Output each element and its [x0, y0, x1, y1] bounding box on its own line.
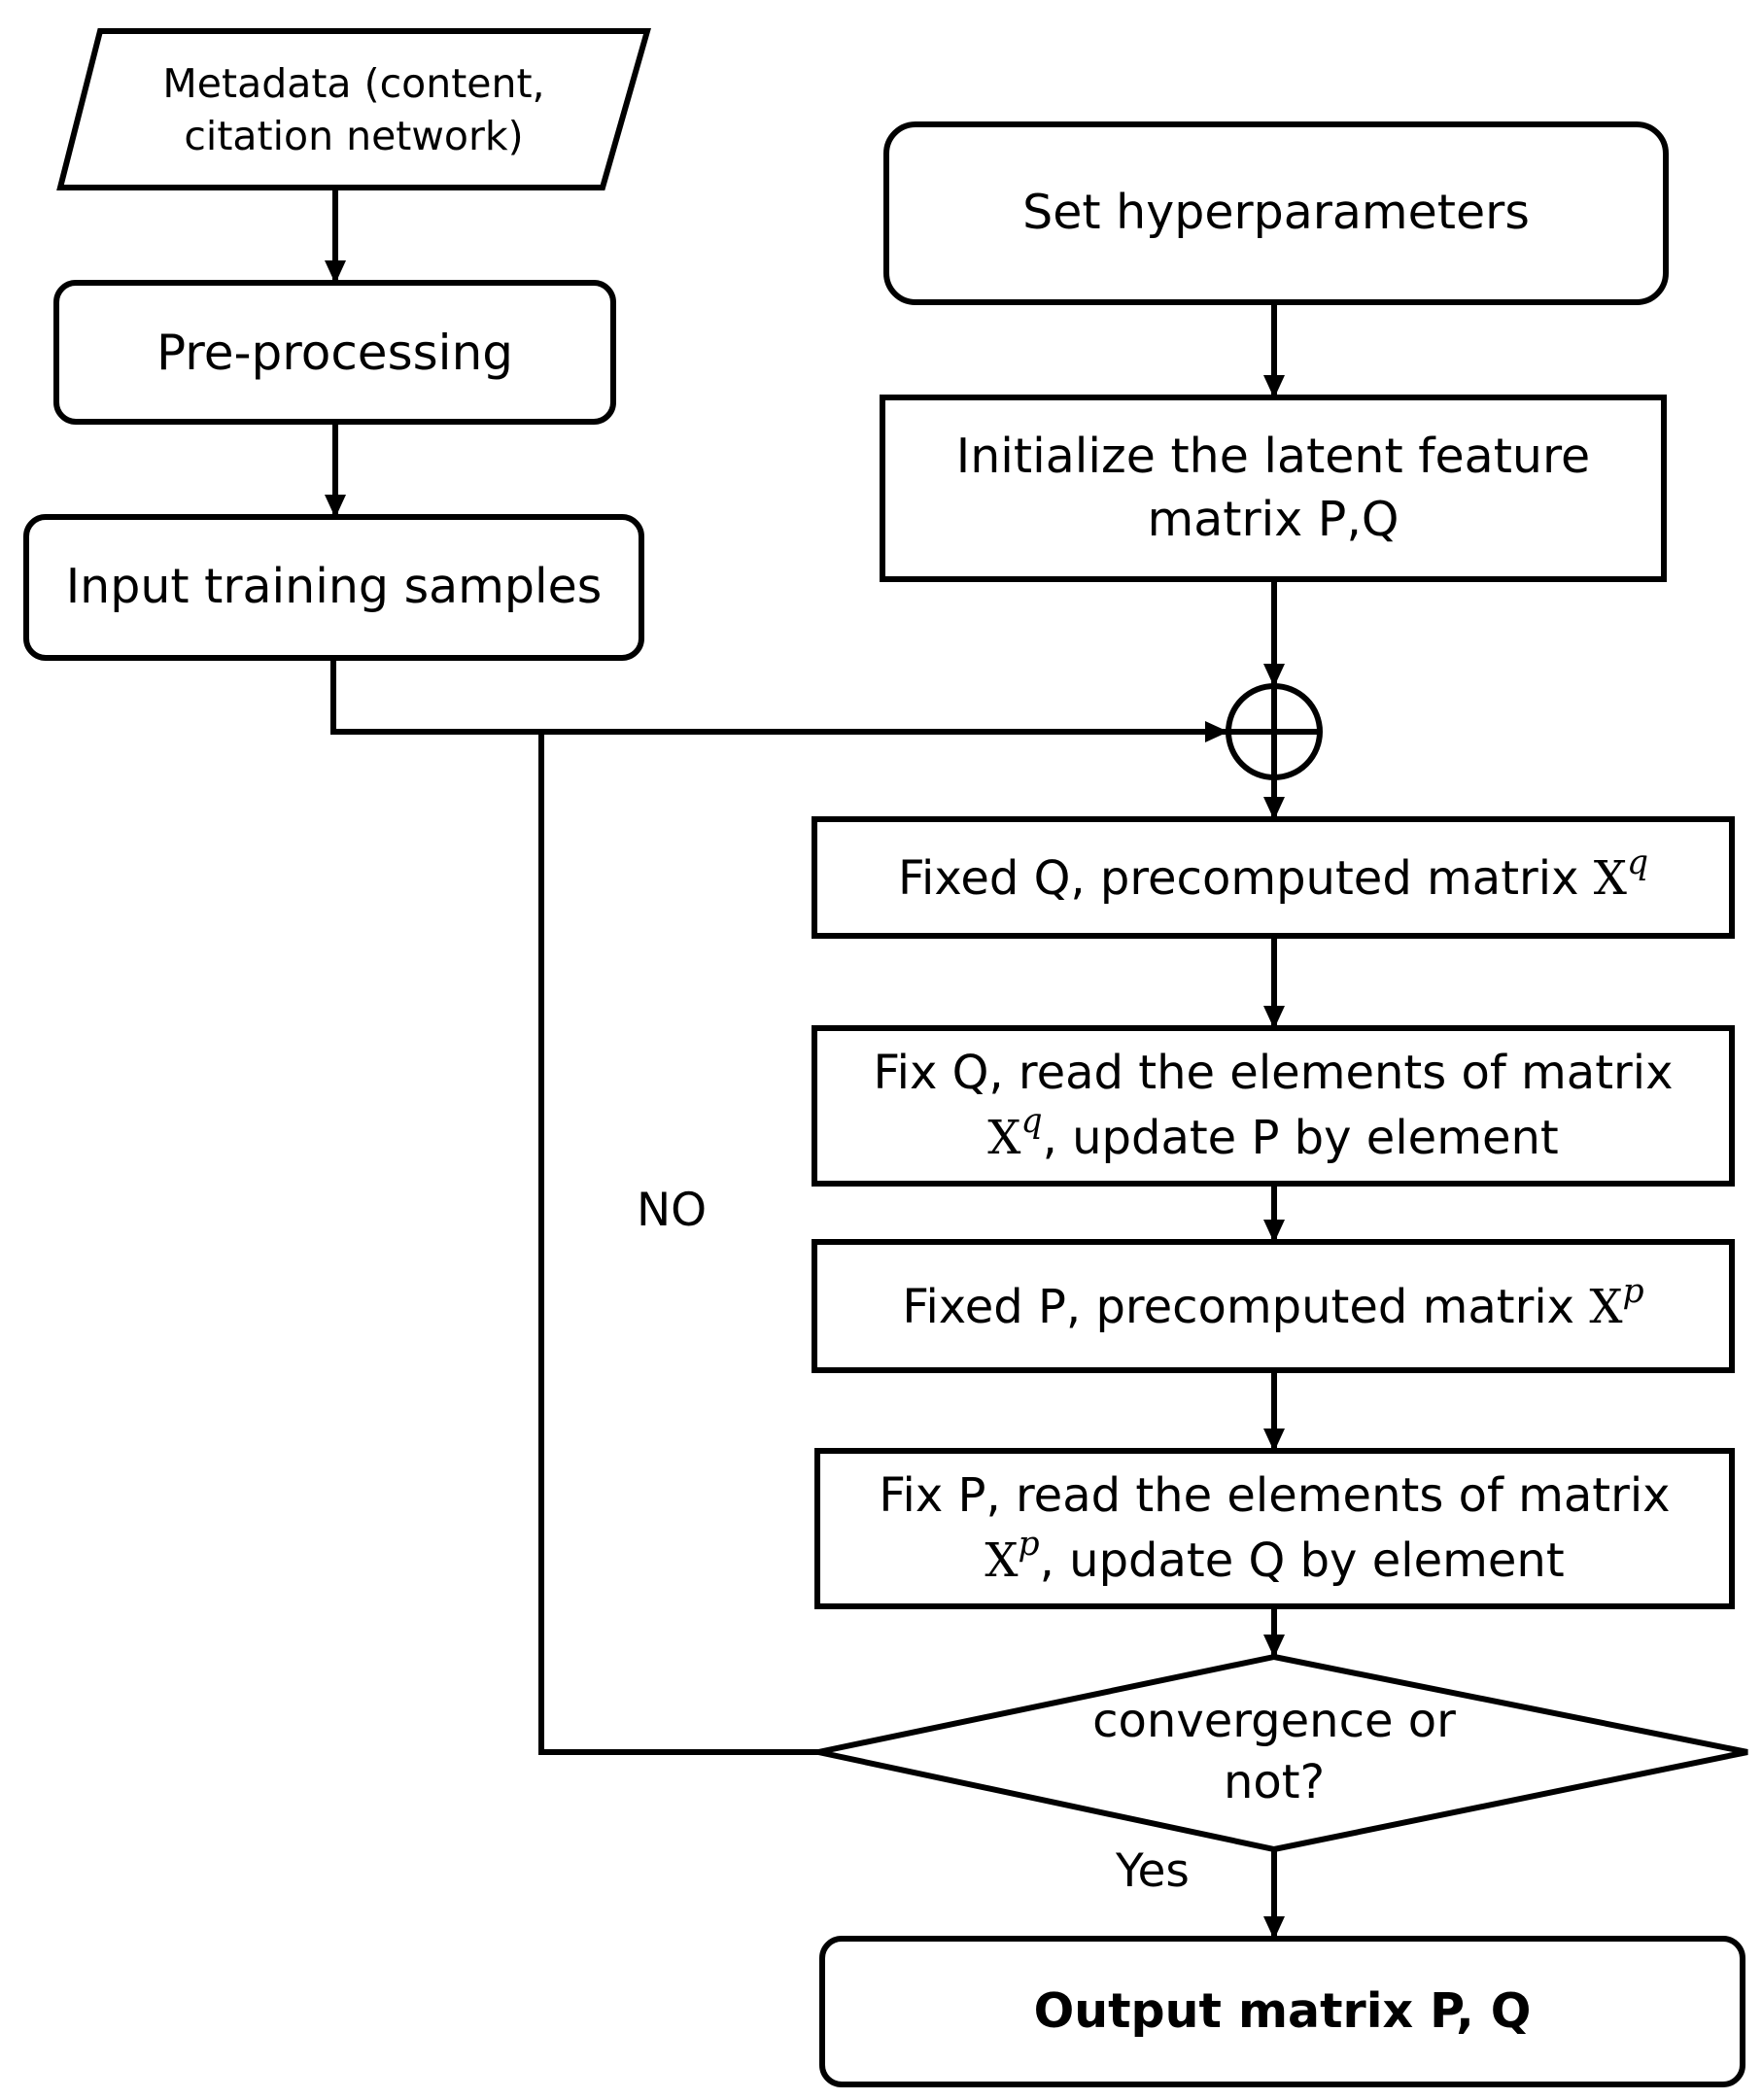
- fix-q-update-line-2-rest: , update P by element: [1042, 1110, 1559, 1165]
- fix-q-update-line-1: Fix Q, read the elements of matrix: [873, 1046, 1674, 1101]
- fix-p-update-line-2: Xp, update Q by element: [985, 1525, 1565, 1592]
- preprocessing-text: Pre-processing: [156, 324, 513, 381]
- convergence-line-1: convergence or: [1092, 1693, 1456, 1748]
- fixed-p-label: Fixed P, precomputed matrix Xp: [814, 1242, 1732, 1370]
- fix-p-update-label: Fix P, read the elements of matrix Xp, u…: [817, 1451, 1732, 1606]
- input-samples-label: Input training samples: [26, 517, 641, 658]
- loop-back-line: [538, 732, 818, 1755]
- output-label: Output matrix P, Q: [822, 1939, 1743, 2084]
- arrow-input-to-junction: [330, 658, 1228, 742]
- fixed-p-line: Fixed P, precomputed matrix Xp: [902, 1271, 1644, 1338]
- set-hyperparameters-text: Set hyperparameters: [1022, 185, 1530, 241]
- initialize-matrix-line-1: Initialize the latent feature: [955, 428, 1591, 484]
- metadata-line-1: Metadata (content,: [162, 59, 545, 107]
- fixed-q-line: Fixed Q, precomputed matrix Xq: [897, 843, 1649, 910]
- output-text: Output matrix P, Q: [1033, 1982, 1532, 2039]
- metadata-line-2: citation network): [184, 113, 524, 159]
- no-label: NO: [637, 1184, 708, 1237]
- matrix-xq-symbol: Xq: [987, 1102, 1043, 1165]
- metadata-label: Metadata (content, citation network): [68, 39, 639, 181]
- fix-p-update-line-1: Fix P, read the elements of matrix: [879, 1468, 1671, 1524]
- matrix-xp-symbol: Xp: [985, 1525, 1040, 1588]
- initialize-matrix-line-2: matrix P,Q: [1147, 491, 1399, 547]
- initialize-matrix-label: Initialize the latent feature matrix P,Q: [882, 397, 1664, 579]
- matrix-xq-symbol: Xq: [1593, 843, 1649, 906]
- convergence-label: convergence or not?: [983, 1673, 1566, 1831]
- fix-q-update-line-2: Xq, update P by element: [987, 1102, 1559, 1169]
- fixed-q-label: Fixed Q, precomputed matrix Xq: [814, 819, 1732, 936]
- set-hyperparameters-label: Set hyperparameters: [886, 124, 1666, 302]
- fixed-q-text: Fixed Q, precomputed matrix: [897, 850, 1594, 906]
- metadata-node: [56, 28, 651, 190]
- fix-p-update-line-2-rest: , update Q by element: [1039, 1532, 1565, 1588]
- fixed-p-text: Fixed P, precomputed matrix: [902, 1279, 1590, 1334]
- fix-q-update-label: Fix Q, read the elements of matrix Xq, u…: [814, 1028, 1732, 1184]
- yes-label: Yes: [1116, 1844, 1190, 1898]
- input-samples-text: Input training samples: [65, 559, 603, 615]
- convergence-line-2: not?: [1223, 1755, 1326, 1809]
- preprocessing-label: Pre-processing: [56, 283, 613, 422]
- matrix-xp-symbol: Xp: [1589, 1271, 1644, 1334]
